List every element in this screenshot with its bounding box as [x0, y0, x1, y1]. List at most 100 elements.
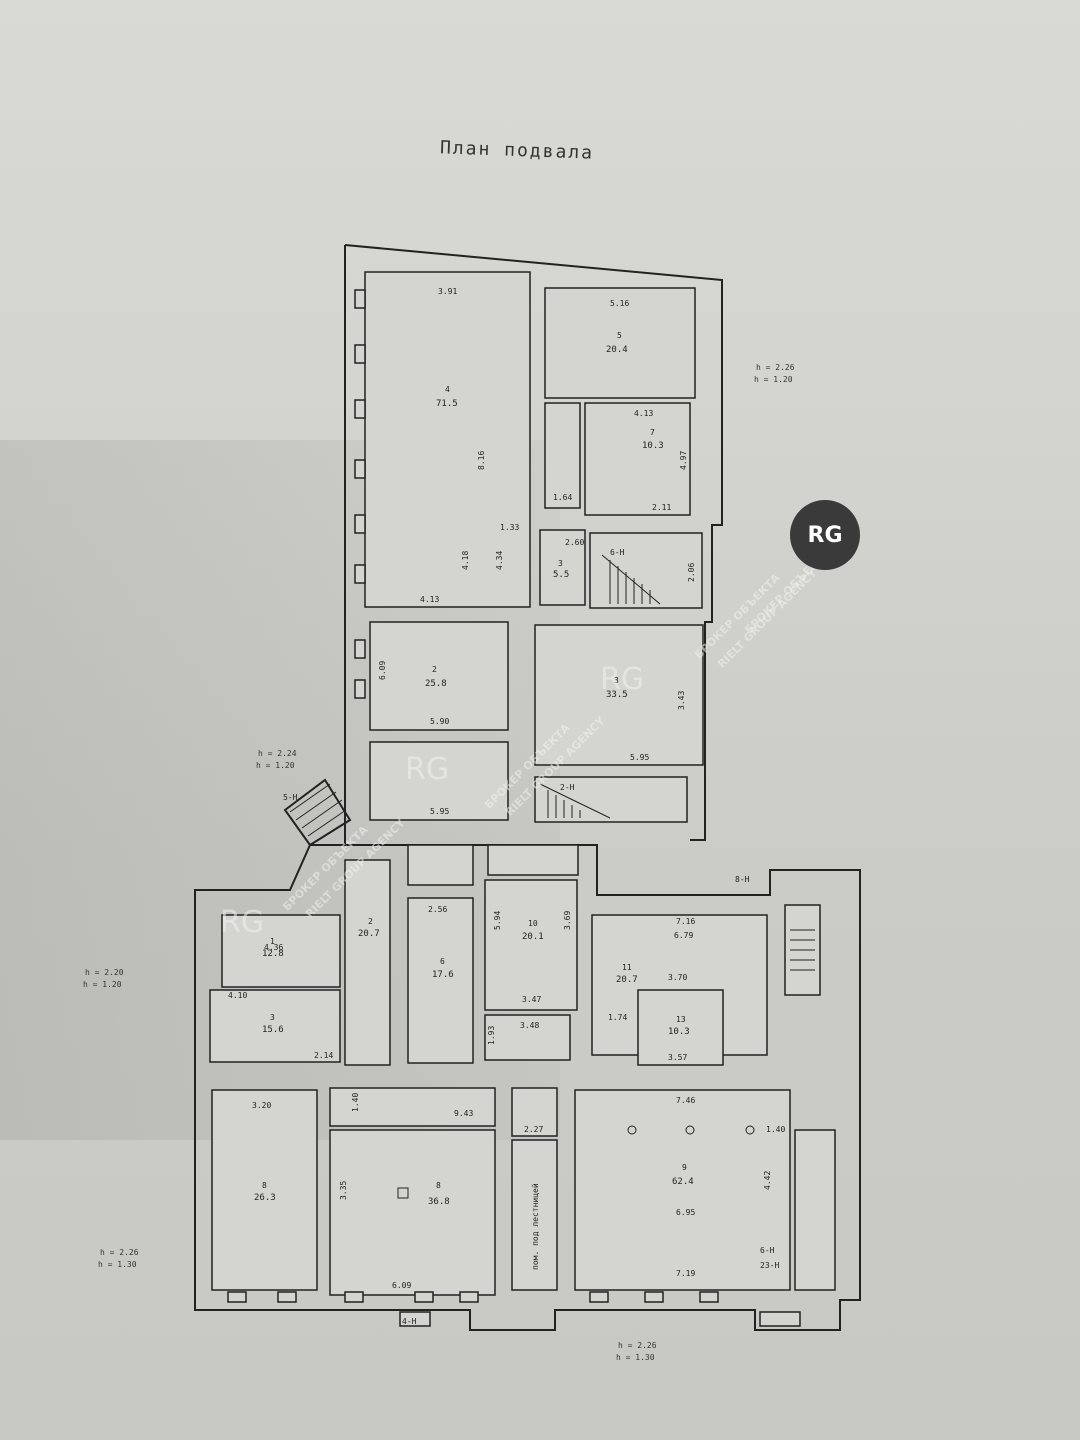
room-9-area: 62.4 — [672, 1177, 694, 1187]
room-1-lower — [221, 914, 341, 988]
svg-text:5.16: 5.16 — [610, 299, 629, 308]
svg-text:4.10: 4.10 — [228, 991, 247, 1000]
height-mark-2: h = 2.24 h = 1.20 — [256, 749, 297, 770]
room-3-lower — [209, 989, 341, 1063]
stair-6h-upper — [589, 532, 703, 609]
watermark-rg-3: RG — [220, 905, 265, 940]
room-11-number: 11 — [622, 963, 632, 972]
room-8b-number: 8 — [436, 1181, 441, 1190]
svg-text:2.14: 2.14 — [314, 1051, 333, 1060]
room-4-area: 71.5 — [436, 399, 458, 409]
room-corridor-strip — [329, 1087, 496, 1127]
room-3m-area: 33.5 — [606, 690, 628, 700]
svg-text:h = 1.20: h = 1.20 — [754, 375, 793, 384]
room-9-number: 9 — [682, 1163, 687, 1172]
room-under-stairs — [511, 1139, 558, 1291]
room-6l-number: 6 — [440, 957, 445, 966]
watermark-rg-2: RG — [600, 662, 645, 697]
svg-text:h = 2.26: h = 2.26 — [756, 363, 795, 372]
room-6-lower — [407, 897, 474, 1064]
room-3u-area: 5.5 — [553, 570, 569, 580]
svg-text:5.95: 5.95 — [630, 753, 649, 762]
svg-text:h = 2.26: h = 2.26 — [100, 1248, 139, 1257]
room-4-number: 4 — [445, 385, 450, 394]
room-3-mid — [534, 624, 704, 766]
rg-logo: RG — [790, 500, 860, 570]
room-5-number: 5 — [617, 331, 622, 340]
svg-text:2.60: 2.60 — [565, 538, 584, 547]
svg-text:9.43: 9.43 — [454, 1109, 473, 1118]
room-10-number: 10 — [528, 919, 538, 928]
room-3-upper — [539, 529, 586, 606]
room-8a-area: 26.3 — [254, 1193, 276, 1203]
svg-text:7.46: 7.46 — [676, 1096, 695, 1105]
room-2-mid — [369, 621, 509, 731]
svg-text:1.74: 1.74 — [608, 1013, 627, 1022]
svg-text:3.20: 3.20 — [252, 1101, 271, 1110]
stair-5h-label: 5-Н — [283, 793, 298, 802]
stair-6h-label: 6-Н — [610, 548, 625, 557]
stair-hatch-6h — [601, 554, 661, 605]
stair-23h-label: 23-Н — [760, 1261, 779, 1270]
columns — [397, 1125, 755, 1199]
room-1l-area: 12.8 — [262, 949, 284, 959]
room-9-large — [574, 1089, 791, 1291]
windows-upper-left — [354, 289, 366, 699]
svg-text:4.36: 4.36 — [264, 943, 283, 952]
stair-2h — [534, 776, 688, 823]
height-mark-3: h = 2.20 h = 1.20 — [83, 968, 124, 989]
svg-text:4.97: 4.97 — [679, 451, 688, 470]
room-wc-small — [544, 402, 581, 509]
watermark-rg-1: RG — [405, 752, 450, 787]
dimension-labels: 3.91 5.16 4.13 8.16 4.13 4.18 4.34 1.33 … — [228, 287, 785, 1290]
room-11-area: 20.7 — [616, 975, 638, 985]
stair-2h-label: 2-Н — [560, 783, 575, 792]
svg-text:2.27: 2.27 — [524, 1125, 543, 1134]
svg-text:5.94: 5.94 — [493, 911, 502, 930]
room-13-area: 10.3 — [668, 1027, 690, 1037]
svg-text:6.09: 6.09 — [392, 1281, 411, 1290]
svg-text:4.13: 4.13 — [420, 595, 439, 604]
svg-text:3.70: 3.70 — [668, 973, 687, 982]
svg-text:1.64: 1.64 — [553, 493, 572, 502]
svg-text:4.13: 4.13 — [634, 409, 653, 418]
room-4 — [364, 271, 531, 608]
outer-wall-upper — [344, 244, 723, 841]
room-8-center — [329, 1129, 496, 1296]
under-stairs-label: пом. под лестницей — [531, 1183, 540, 1270]
svg-text:1.33: 1.33 — [500, 523, 519, 532]
room-8b-area: 36.8 — [428, 1197, 450, 1207]
room-7-area: 10.3 — [642, 441, 664, 451]
room-2-lower — [344, 859, 391, 1066]
room-small-c — [511, 1087, 558, 1137]
svg-text:3.91: 3.91 — [438, 287, 457, 296]
stair-6h-lower-label: 6-Н — [760, 1246, 775, 1255]
svg-text:h = 2.26: h = 2.26 — [618, 1341, 657, 1350]
height-mark-1: h = 2.26 h = 1.20 — [754, 363, 795, 384]
svg-text:h = 1.30: h = 1.30 — [98, 1260, 137, 1269]
room-2l-number: 2 — [368, 917, 373, 926]
room-8-left — [211, 1089, 318, 1291]
svg-text:5.95: 5.95 — [430, 807, 449, 816]
room-3l-number: 3 — [270, 1013, 275, 1022]
windows-lower — [227, 1291, 801, 1327]
room-10 — [484, 879, 578, 1011]
room-3u-number: 3 — [558, 559, 563, 568]
svg-text:6.79: 6.79 — [674, 931, 693, 940]
room-9-small — [484, 1014, 571, 1061]
room-3l-area: 15.6 — [262, 1025, 284, 1035]
svg-text:2.06: 2.06 — [687, 563, 696, 582]
svg-text:7.16: 7.16 — [676, 917, 695, 926]
svg-text:h = 1.20: h = 1.20 — [83, 980, 122, 989]
room-top-mid — [487, 844, 579, 876]
svg-text:3.69: 3.69 — [563, 911, 572, 930]
height-mark-4: h = 2.26 h = 1.30 — [98, 1248, 139, 1269]
room-1l-number: 1 — [270, 937, 275, 946]
room-1-upper — [369, 741, 509, 821]
svg-text:4.18: 4.18 — [461, 551, 470, 570]
room-2m-number: 2 — [432, 665, 437, 674]
svg-text:3.48: 3.48 — [520, 1021, 539, 1030]
svg-text:h = 2.20: h = 2.20 — [85, 968, 124, 977]
svg-text:3.35: 3.35 — [339, 1181, 348, 1200]
